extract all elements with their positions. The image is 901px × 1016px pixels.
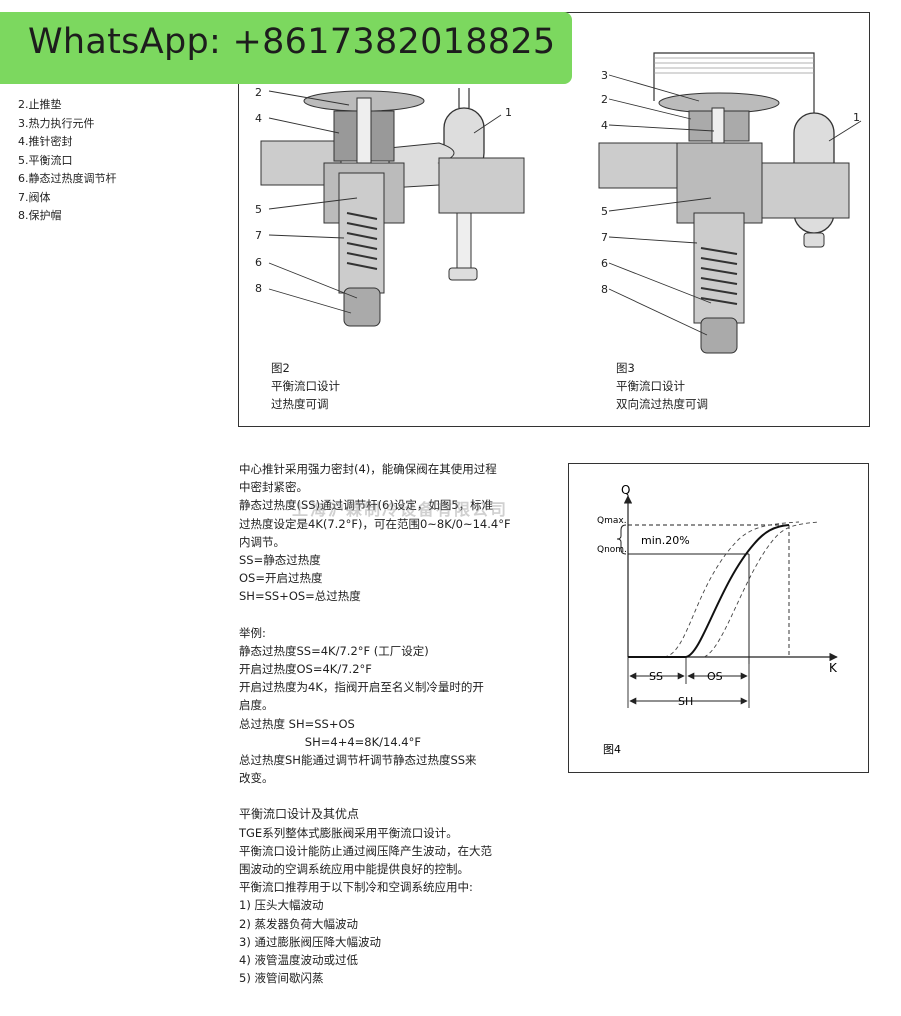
caption-line: 图3: [616, 361, 635, 375]
fig3-callout: 2: [601, 93, 608, 106]
fig2-caption: 图2 平衡流口设计 过热度可调: [271, 359, 340, 413]
text-line: 平衡流口推荐用于以下制冷和空调系统应用中:: [239, 880, 473, 895]
caption-line: 平衡流口设计: [616, 379, 685, 393]
legend-item: 4.推针密封: [18, 135, 73, 148]
text-line: 平衡流口设计能防止通过阀压降产生波动，在大范: [239, 843, 492, 858]
caption-line: 双向流过热度可调: [616, 397, 708, 411]
text-line: 总过热度 SH=SS+OS: [239, 716, 355, 731]
text-line: 举例:: [239, 625, 266, 640]
fig2-callout: 6: [255, 256, 262, 269]
fig2-callout: 5: [255, 203, 262, 216]
parts-legend: 2.止推垫 3.热力执行元件 4.推针密封 5.平衡流口 6.静态过热度调节杆 …: [18, 96, 117, 226]
text-line: 启度。: [239, 698, 274, 713]
fig3-callout: 6: [601, 257, 608, 270]
text-line: 总过热度SH能通过调节杆调节静态过热度SS来: [239, 753, 477, 768]
caption-line: 图2: [271, 361, 290, 375]
fig3-callout: 5: [601, 205, 608, 218]
fig3-caption: 图3 平衡流口设计 双向流过热度可调: [616, 359, 708, 413]
caption-line: 平衡流口设计: [271, 379, 340, 393]
list-item: 4) 液管温度波动或过低: [239, 953, 358, 968]
whatsapp-text: WhatsApp: +8617382018825: [28, 22, 556, 62]
fig3-callout: 3: [601, 69, 608, 82]
label-min20: min.20%: [641, 534, 690, 547]
list-item: 3) 通过膨胀阀压降大幅波动: [239, 934, 381, 949]
section-title: 平衡流口设计及其优点: [239, 807, 360, 822]
fig4-superheat-diagram: Q Qmax. Qnom. min.20% K SS OS SH 图4: [597, 483, 838, 756]
text-line: OS=开启过热度: [239, 571, 323, 586]
label-os: OS: [707, 670, 723, 683]
text-line: 开启过热度OS=4K/7.2°F: [239, 662, 372, 677]
text-line: SH=4+4=8K/14.4°F: [239, 734, 421, 749]
legend-item: 7.阀体: [18, 190, 51, 204]
legend-item: 5.平衡流口: [18, 153, 73, 167]
fig2-callout: 4: [255, 112, 262, 125]
label-sh: SH: [678, 695, 693, 708]
legend-item: 6.静态过热度调节杆: [18, 172, 117, 185]
body-text: 中心推针采用强力密封(4)，能确保阀在其使用过程 中密封紧密。 静态过热度(SS…: [239, 460, 544, 987]
text-line: TGE系列整体式膨胀阀采用平衡流口设计。: [239, 825, 458, 840]
text-line: 静态过热度(SS)通过调节杆(6)设定，如图5，标准: [239, 498, 494, 513]
fig2-callout: 2: [255, 86, 262, 99]
legend-item: 2.止推垫: [18, 98, 62, 111]
list-item: 1) 压头大幅波动: [239, 898, 324, 913]
text-line: 中密封紧密。: [239, 480, 308, 495]
label-qnom: Qnom.: [597, 545, 627, 555]
list-item: 5) 液管间歇闪蒸: [239, 971, 324, 986]
legend-item: 3.热力执行元件: [18, 116, 95, 130]
company-watermark: 上海沪霖制冷设备有限公司: [292, 500, 509, 519]
legend-item: 8.保护帽: [18, 209, 62, 222]
list-item: 2) 蒸发器负荷大幅波动: [239, 916, 358, 931]
figure-frame-chart: Q Qmax. Qnom. min.20% K SS OS SH 图4: [568, 463, 869, 773]
label-ss: SS: [649, 670, 663, 683]
text-line: 围波动的空调系统应用中能提供良好的控制。: [239, 862, 469, 877]
whatsapp-banner[interactable]: WhatsApp: +8617382018825: [0, 12, 572, 84]
fig3-valve-drawing: [598, 52, 862, 354]
label-qmax: Qmax.: [597, 516, 627, 526]
text-line: 内调节。: [239, 534, 285, 549]
axis-label-q: Q: [621, 483, 630, 497]
fig2-valve-drawing: [260, 88, 525, 327]
fig2-callout: 7: [255, 229, 262, 242]
fig3-callout: 1: [853, 111, 860, 124]
axis-label-k: K: [829, 661, 838, 675]
text-line: SH=SS+OS=总过热度: [239, 589, 361, 604]
text-line: 静态过热度SS=4K/7.2°F (工厂设定): [239, 643, 429, 658]
text-line: 开启过热度为4K，指阀开启至名义制冷量时的开: [239, 680, 484, 695]
text-line: 中心推针采用强力密封(4)，能确保阀在其使用过程: [239, 462, 497, 476]
text-line: 过热度设定是4K(7.2°F)，可在范围0~8K/0~14.4°F: [239, 516, 511, 531]
fig2-callout: 8: [255, 282, 262, 295]
fig3-callout: 4: [601, 119, 608, 132]
fig3-callout: 7: [601, 231, 608, 244]
fig4-caption: 图4: [603, 743, 621, 756]
caption-line: 过热度可调: [271, 397, 329, 411]
fig3-callout: 8: [601, 283, 608, 296]
fig2-callout: 1: [505, 106, 512, 119]
text-line: SS=静态过热度: [239, 553, 321, 568]
text-line: 改变。: [239, 771, 274, 786]
